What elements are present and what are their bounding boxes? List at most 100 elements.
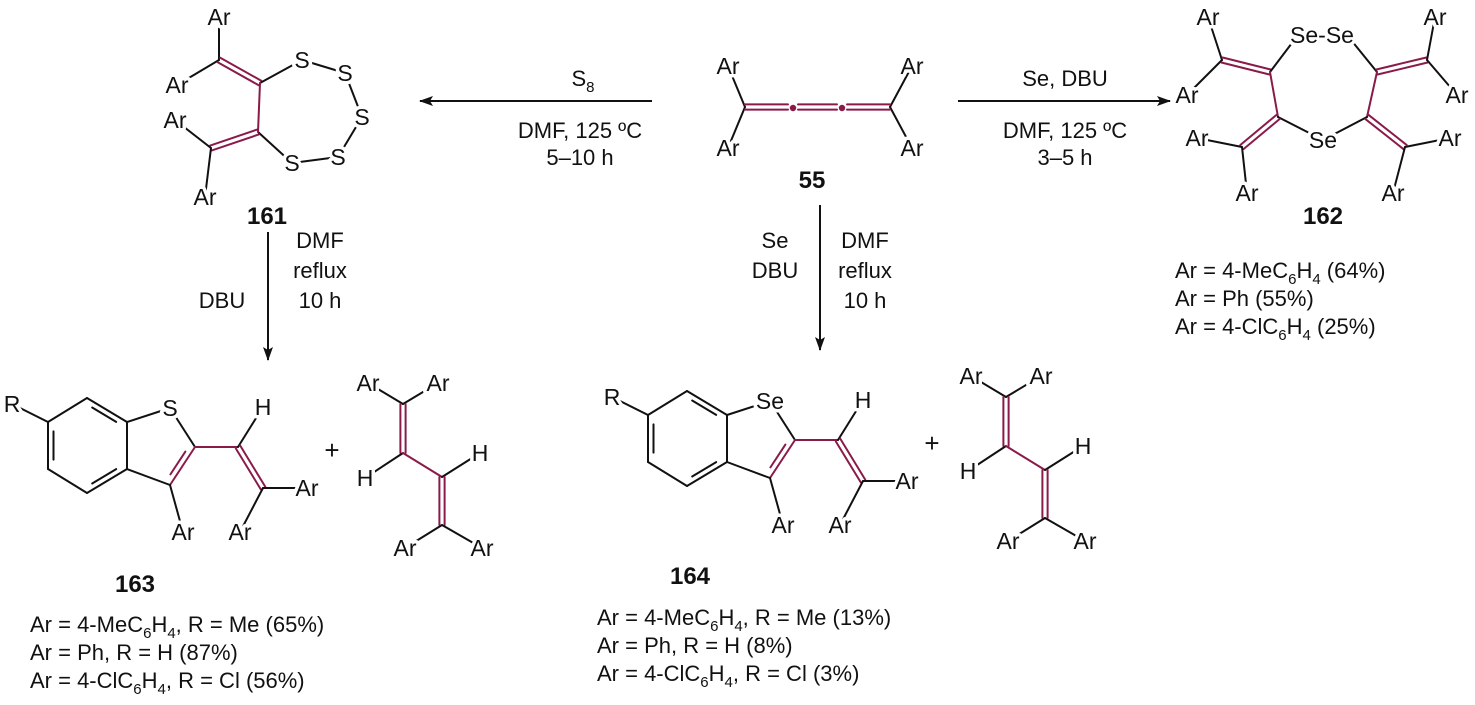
hydrogen-label: H	[255, 394, 272, 420]
aryl-label: Ar	[1382, 180, 1405, 206]
double-bond	[1221, 56, 1272, 71]
single-bond	[1322, 116, 1368, 141]
single-bond	[839, 480, 864, 526]
single-bond	[1277, 116, 1324, 141]
single-bond	[1426, 59, 1458, 96]
aryl-label: Ar	[296, 475, 319, 501]
double-bond	[1220, 61, 1271, 76]
inner-double-bond	[769, 443, 787, 469]
single-bond	[726, 400, 771, 416]
single-bond	[47, 468, 88, 494]
aryl-label: Ar	[772, 512, 795, 538]
single-bond	[686, 390, 728, 416]
single-bond	[291, 156, 339, 164]
single-bond	[237, 406, 264, 448]
sulfur-atom: S	[284, 150, 299, 176]
aryl-label: Ar	[166, 72, 189, 98]
aryl-label: Ar	[1446, 82, 1469, 108]
single-bond	[686, 461, 728, 487]
double-bond	[1364, 118, 1405, 151]
double-bond	[209, 128, 259, 147]
condition-164-temp: reflux	[838, 258, 892, 283]
single-bond	[1392, 146, 1406, 194]
aryl-label: Ar	[471, 535, 494, 561]
condition-164-reagent: Se	[762, 228, 789, 253]
hydrogen-label: H	[855, 387, 872, 413]
aryl-label: Ar	[1236, 180, 1259, 206]
aryl-label: Ar	[901, 53, 924, 79]
double-bond	[210, 133, 260, 152]
yield-162-line: Ar = 4-MeC6H4 (64%)	[1175, 258, 1385, 288]
aryl-label: Ar	[164, 107, 187, 133]
yield-163-line: Ar = Ph, R = H (87%)	[30, 640, 238, 665]
inner-double-bond	[691, 461, 718, 478]
yield-164-line: Ar = 4-MeC6H4, R = Me (13%)	[597, 605, 891, 635]
double-bond	[216, 61, 260, 87]
highlighted-single-bond	[402, 452, 443, 478]
aryl-label: Ar	[194, 184, 217, 210]
single-bond	[204, 147, 212, 198]
diselenide-label: Se-Se	[1290, 22, 1354, 48]
highlighted-single-bond	[257, 82, 261, 133]
single-bond	[176, 59, 220, 86]
selenium-atom: Se	[756, 388, 784, 414]
aryl-label: Ar	[901, 135, 924, 161]
aryl-label: Ar	[1074, 528, 1097, 554]
single-bond	[126, 468, 171, 486]
yield-163-line: Ar = 4-MeC6H4, R = Me (65%)	[30, 612, 324, 642]
hydrogen-label: H	[472, 440, 489, 466]
plus-sign-164: +	[924, 428, 939, 458]
single-bond	[1426, 16, 1436, 61]
double-bond	[1375, 56, 1428, 71]
single-bond	[727, 106, 746, 149]
double-bond	[234, 447, 262, 491]
condition-162-solvent: DMF, 125 ºC	[1003, 118, 1127, 143]
aryl-label: Ar	[1030, 363, 1053, 389]
selenium-atom: Se	[1309, 127, 1337, 153]
yield-162-line: Ar = 4-ClC6H4 (25%)	[1175, 314, 1376, 344]
single-bond	[837, 399, 864, 441]
aryl-label: Ar	[427, 370, 450, 396]
aryl-label: Ar	[829, 512, 852, 538]
single-bond	[1044, 445, 1084, 471]
single-bond	[239, 487, 264, 533]
sulfur-atom: S	[337, 60, 352, 86]
condition-164-solvent: DMF	[841, 228, 889, 253]
single-bond	[259, 59, 303, 84]
highlighted-single-bond	[1005, 445, 1046, 471]
condition-164-base: DBU	[752, 258, 798, 283]
hydrogen-label: H	[960, 458, 977, 484]
single-bond	[769, 400, 796, 441]
single-bond	[727, 65, 746, 108]
aryl-label: Ar	[717, 53, 740, 79]
double-bond	[1242, 117, 1281, 150]
yield-164-line: Ar = Ph, R = H (8%)	[597, 633, 793, 658]
cumulene-carbon-dot	[838, 104, 846, 112]
compound-number-55: 55	[799, 167, 826, 194]
single-bond	[1005, 375, 1042, 398]
single-bond	[1186, 59, 1223, 96]
single-bond	[169, 407, 196, 448]
aryl-label: Ar	[394, 535, 417, 561]
highlighted-single-bond	[1269, 71, 1279, 118]
single-bond	[47, 397, 88, 423]
aryl-label: Ar	[997, 528, 1020, 554]
single-bond	[86, 468, 128, 494]
aryl-label: Ar	[172, 519, 195, 545]
single-bond	[11, 403, 49, 423]
condition-163-time: 10 h	[299, 288, 342, 313]
single-bond	[301, 59, 346, 74]
inner-double-bond	[91, 468, 118, 485]
double-bond	[1367, 113, 1408, 146]
condition-162-time: 3–5 h	[1037, 145, 1092, 170]
condition-163-temp: reflux	[293, 258, 347, 283]
double-bond	[239, 444, 267, 488]
single-bond	[889, 106, 913, 149]
single-bond	[967, 445, 1007, 472]
single-bond	[1404, 137, 1451, 148]
yield-163-line: Ar = 4-ClC6H4, R = Cl (56%)	[30, 668, 305, 698]
substituent-r-label: R	[4, 391, 21, 417]
double-bond	[1376, 61, 1429, 76]
